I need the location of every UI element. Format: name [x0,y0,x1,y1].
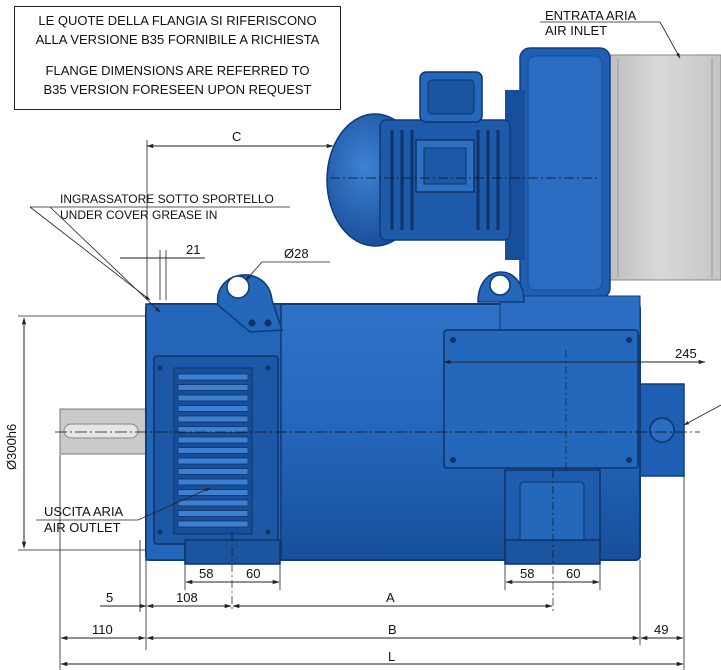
dim-49: 49 [654,622,668,637]
louvre-slat [177,468,249,475]
dim-108: 108 [176,590,198,605]
louvre-slat [177,510,249,517]
louvre-slat [177,373,249,381]
louvre-slat [177,426,249,433]
grease-label-it: INGRASSATORE SOTTO SPORTELLO [60,192,274,206]
air-outlet-label-it: USCITA ARIA [44,504,124,519]
dim-foot-right-a: 58 [520,566,534,581]
fan-motor [326,71,600,247]
dim-21: 21 [186,242,200,257]
dim-245: 245 [675,346,697,361]
dim-B: B [388,622,397,637]
flange-note-box: LE QUOTE DELLA FLANGIA SI RIFERISCONO AL… [14,6,341,110]
main-motor [55,271,700,612]
flange-note-en-line1: FLANGE DIMENSIONS ARE REFERRED TO [45,63,310,78]
louvre-slat [177,436,249,444]
dim-shaft-dia: Ø300h6 [4,424,19,470]
air-inlet-label-en: AIR INLET [545,23,607,38]
flange-note-en-line2: B35 VERSION FORESEEN UPON REQUEST [43,82,312,97]
fan-unit [505,47,721,299]
louvre-slat [177,447,249,454]
dim-A: A [386,590,395,605]
flange-note-it-line2: ALLA VERSIONE B35 FORNIBILE A RICHIESTA [35,32,320,47]
dim-L: L [388,649,395,664]
louvre-slat [177,478,249,486]
dim-C: C [232,129,241,144]
air-outlet-label-en: AIR OUTLET [44,520,121,535]
dim-foot-right-b: 60 [566,566,580,581]
louvre-slat [177,489,249,496]
louvre-slat [177,520,249,528]
louvre-slat [177,415,249,423]
dim-lifting-hole: Ø28 [284,246,309,261]
dim-5: 5 [106,590,113,605]
dim-foot-left-a: 58 [199,566,213,581]
dim-110: 110 [92,622,113,637]
dimension-lines [18,21,721,670]
flange-note-it-line1: LE QUOTE DELLA FLANGIA SI RIFERISCONO [38,13,317,28]
louvre-slat [177,405,249,412]
louvre-slat [177,384,249,391]
air-inlet-label-it: ENTRATA ARIA [545,8,637,23]
dim-foot-left-b: 60 [246,566,260,581]
louvre-slat [177,394,249,402]
louvre-slat [177,457,249,465]
grease-label-en: UNDER COVER GREASE IN [60,208,217,222]
louvre-slat [177,499,249,507]
labels: ENTRATA ARIA AIR INLET C INGRASSATORE SO… [4,8,697,664]
